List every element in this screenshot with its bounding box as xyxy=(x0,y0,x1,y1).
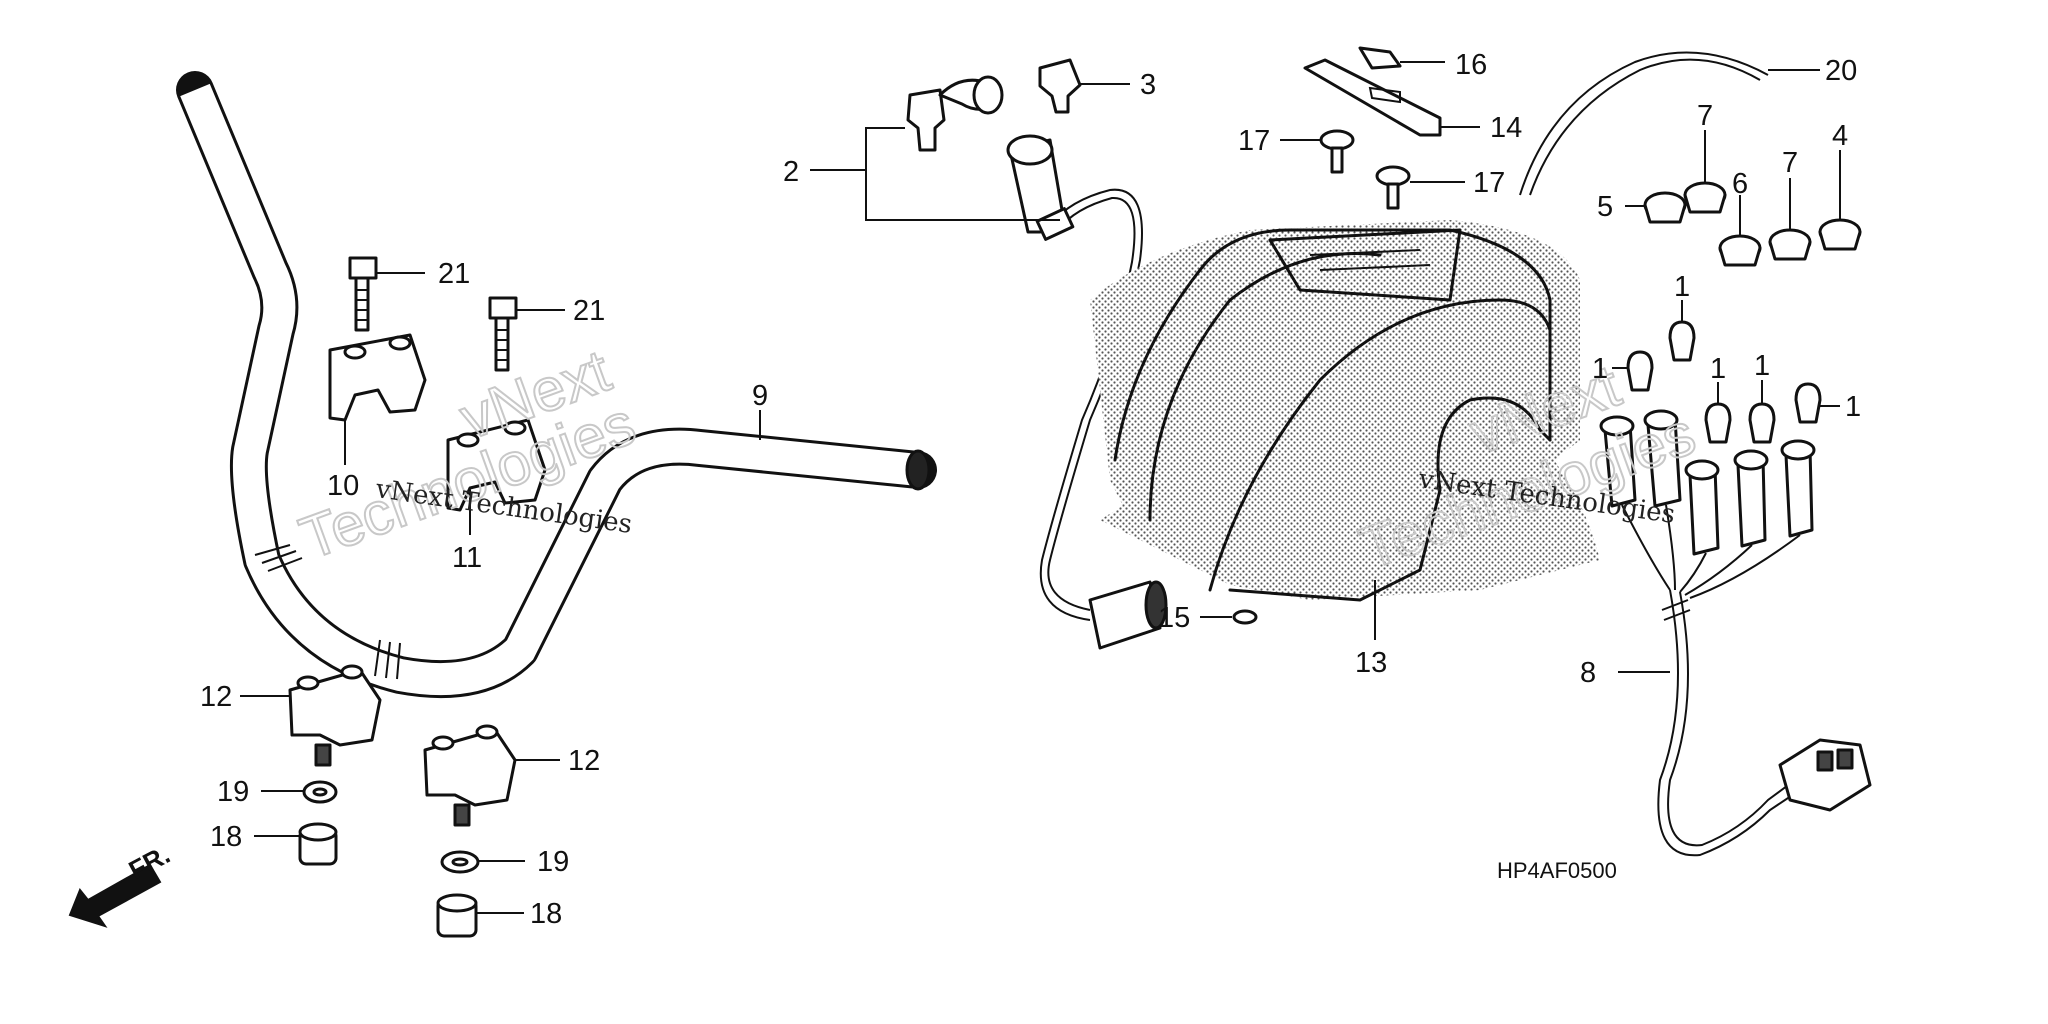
flange-bolt-21a xyxy=(348,256,378,332)
callout-10: 10 xyxy=(327,470,359,502)
handlebar-lower-holder-12b xyxy=(423,724,517,827)
handlebar xyxy=(176,71,937,699)
callout-9: 9 xyxy=(752,380,768,412)
flange-bolt-21b xyxy=(488,296,518,372)
tube-20 xyxy=(1519,51,1769,196)
leader-lines xyxy=(240,61,1841,914)
callout-6: 6 xyxy=(1732,168,1748,200)
callout-20: 20 xyxy=(1825,55,1857,87)
socket-5 xyxy=(1643,191,1687,224)
wire-harness-8 xyxy=(1599,409,1872,857)
callout-11: 11 xyxy=(452,542,482,574)
handlebar-lower-holder-12a xyxy=(288,664,382,767)
socket-7b xyxy=(1768,228,1812,261)
callout-19b: 19 xyxy=(537,846,569,878)
callout-14: 14 xyxy=(1490,112,1522,144)
top-cover-13 xyxy=(1090,220,1600,602)
washer-15 xyxy=(1232,609,1258,625)
callout-5: 5 xyxy=(1597,191,1613,223)
callout-7a: 7 xyxy=(1697,100,1713,132)
handlebar-upper-holder-11 xyxy=(446,418,547,512)
screw-17b xyxy=(1375,165,1411,210)
callout-4: 4 xyxy=(1832,120,1848,152)
key-3 xyxy=(1038,58,1082,114)
callout-1c: 1 xyxy=(1710,353,1726,385)
callout-12b: 12 xyxy=(568,745,600,777)
knurl-marks xyxy=(254,544,401,680)
cover-lid-14 xyxy=(1303,58,1442,137)
cable-connector xyxy=(1088,580,1168,650)
nut-18a xyxy=(298,822,338,866)
callout-1d: 1 xyxy=(1754,350,1770,382)
callout-19a: 19 xyxy=(217,776,249,808)
callout-21a: 21 xyxy=(438,258,470,290)
callout-21b: 21 xyxy=(573,295,605,327)
ignition-key-set-2 xyxy=(906,75,1143,621)
callout-17a: 17 xyxy=(1238,125,1270,157)
callout-17b: 17 xyxy=(1473,167,1505,199)
front-direction-arrow: FR. xyxy=(68,839,175,928)
bulbs-1 xyxy=(1626,320,1822,444)
socket-4 xyxy=(1818,218,1862,251)
callout-13: 13 xyxy=(1355,647,1387,679)
callout-16: 16 xyxy=(1455,49,1487,81)
callout-1a: 1 xyxy=(1592,353,1608,385)
socket-7a xyxy=(1683,181,1727,214)
callout-1e: 1 xyxy=(1845,391,1861,423)
callout-2: 2 xyxy=(783,156,799,188)
handlebar-upper-holder-10 xyxy=(328,333,427,422)
callout-18b: 18 xyxy=(530,898,562,930)
diagram-code: HP4AF0500 xyxy=(1497,858,1617,883)
callout-12a: 12 xyxy=(200,681,232,713)
clip-16 xyxy=(1358,46,1402,70)
callout-15: 15 xyxy=(1158,602,1190,634)
callout-8: 8 xyxy=(1580,657,1596,689)
callout-3: 3 xyxy=(1140,69,1156,101)
nut-18b xyxy=(436,893,478,938)
socket-6 xyxy=(1718,234,1762,267)
screw-17a xyxy=(1319,129,1355,174)
callout-18a: 18 xyxy=(210,821,242,853)
callout-7b: 7 xyxy=(1782,147,1798,179)
callout-labels: 21 21 10 11 9 12 12 19 19 18 18 2 3 16 1… xyxy=(200,49,1861,930)
callout-1b: 1 xyxy=(1674,271,1690,303)
